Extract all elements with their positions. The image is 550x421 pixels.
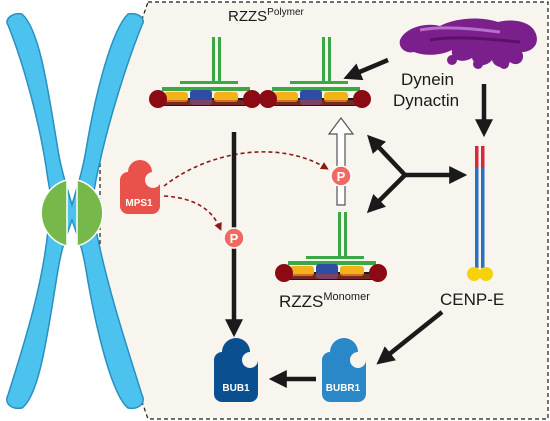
- cenp-e-label: CENP-E: [440, 290, 504, 309]
- dynein-label: Dynein: [401, 70, 454, 89]
- chromosome: [6, 12, 144, 410]
- rzzs-polymer-base: RZZS: [228, 8, 267, 25]
- mps1-kinase: [120, 160, 161, 214]
- phospho-badge-lower: P: [223, 227, 245, 249]
- bub1-protein: [214, 338, 258, 402]
- rzz-complex-right: [259, 87, 371, 108]
- bubr1-label: BUBR1: [326, 383, 361, 394]
- rzzs-monomer-label: RZZSMonomer: [279, 291, 370, 311]
- rzz-complex-left: [149, 87, 261, 108]
- phospho-lower-label: P: [230, 231, 239, 246]
- dashed-arrow-mps1-to-bub1: [163, 195, 222, 231]
- hollow-arrow-monomer-to-polymer: [327, 117, 355, 206]
- branch-arrows: [366, 134, 468, 214]
- rzzs-polymer-superscript: Polymer: [267, 7, 304, 18]
- rzzs-polymer-label: RZZSPolymer: [228, 7, 305, 25]
- rzzs-polymer: [149, 37, 371, 108]
- kinetochore: [40, 179, 104, 247]
- rzzs-monomer-base: RZZS: [279, 292, 323, 311]
- rzzs-monomer-superscript: Monomer: [323, 291, 370, 303]
- dynein-dynactin-complex: [399, 18, 537, 69]
- spindly-stalk-right: [290, 37, 348, 84]
- dynactin-label: Dynactin: [393, 91, 459, 110]
- rzzs-monomer: [275, 212, 387, 282]
- spindly-stalk-left: [180, 37, 238, 84]
- mps1-label: MPS1: [125, 198, 153, 209]
- bubr1-protein: [322, 338, 366, 402]
- arrow-cenpe-to-bubr1: [376, 310, 444, 365]
- bub1-label: BUB1: [222, 383, 250, 394]
- cenp-e: [467, 146, 493, 281]
- phospho-badge-upper: P: [330, 165, 352, 187]
- arrow-dynein-to-polymer: [343, 57, 389, 81]
- phospho-upper-label: P: [337, 169, 346, 184]
